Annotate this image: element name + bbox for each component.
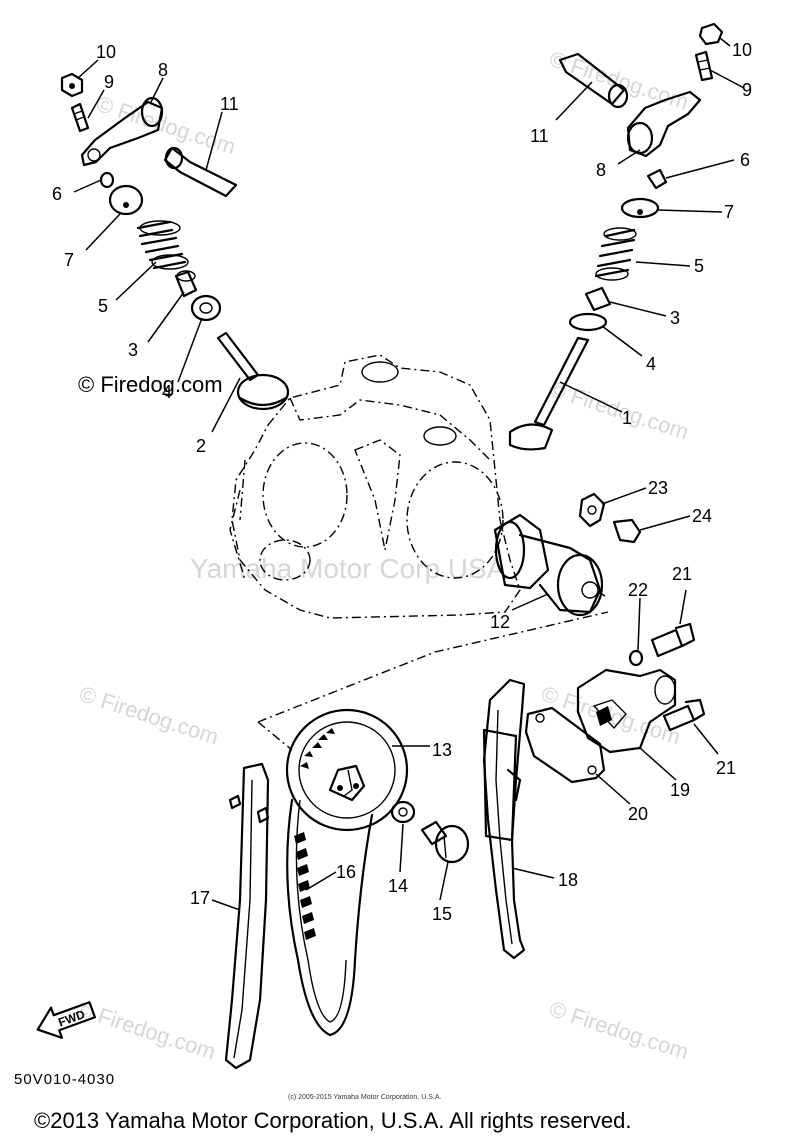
washer-22 — [628, 649, 644, 667]
callout-6: 6 — [52, 184, 62, 204]
callout-23: 23 — [648, 478, 668, 498]
leader-lines — [73, 37, 745, 911]
callout-3: 3 — [128, 340, 138, 360]
camshaft — [493, 513, 606, 617]
left-retainer — [108, 184, 144, 216]
watermark-text: © Firedog.com — [78, 372, 223, 397]
callout-9: 9 — [742, 80, 752, 100]
right-valve-spring — [594, 227, 637, 281]
tensioner-gasket — [524, 706, 606, 784]
callout-19: 19 — [670, 780, 690, 800]
right-rocker-arm — [626, 90, 702, 158]
left-rocker-arm — [80, 96, 164, 167]
left-cotter — [99, 171, 115, 189]
left-valve-seal — [174, 270, 198, 298]
intake-valve — [508, 336, 590, 451]
cam-sprocket — [285, 708, 409, 832]
callout-6: 6 — [740, 150, 750, 170]
callout-8: 8 — [596, 160, 606, 180]
left-spring-seat — [190, 294, 222, 322]
diagram-code: 50V010-4030 — [14, 1071, 115, 1088]
sprocket-washer — [390, 800, 416, 824]
right-retainer — [620, 197, 660, 219]
copyright-notice: ©2013 Yamaha Motor Corporation, U.S.A. A… — [34, 1108, 631, 1133]
left-rocker-shaft — [163, 146, 238, 198]
callout-1: 1 — [622, 408, 632, 428]
watermark-text: Yamaha Motor Corp USA — [190, 553, 506, 584]
callout-5: 5 — [694, 256, 704, 276]
callout-18: 18 — [558, 870, 578, 890]
callout-14: 14 — [388, 876, 408, 896]
callout-labels: 10 9 8 11 6 7 5 3 4 2 10 9 11 8 6 7 5 3 … — [52, 40, 752, 924]
callout-17: 17 — [190, 888, 210, 908]
callout-4: 4 — [646, 354, 656, 374]
assembly-boundary — [257, 721, 293, 751]
forward-arrow: FWD — [36, 1001, 97, 1039]
watermark-text: © Firedog.com — [76, 681, 221, 749]
chain-guide-front — [224, 762, 270, 1070]
callout-11: 11 — [220, 94, 239, 114]
copyright-watermark: © Firedog.com — [78, 372, 223, 397]
right-cotter — [646, 168, 668, 190]
guide-stopper-bolt — [420, 820, 470, 864]
right-spring-seat — [568, 312, 608, 332]
callout-5: 5 — [98, 296, 108, 316]
right-rocker-shaft — [558, 52, 629, 109]
callout-21: 21 — [672, 564, 692, 584]
lock-plate — [578, 492, 606, 528]
callout-10: 10 — [96, 42, 116, 62]
callout-21: 21 — [716, 758, 736, 778]
callout-12: 12 — [490, 612, 510, 632]
callout-4: 4 — [162, 382, 172, 402]
plate-bolt — [612, 518, 642, 544]
callout-8: 8 — [158, 60, 168, 80]
callout-15: 15 — [432, 904, 452, 924]
callout-24: 24 — [692, 506, 712, 526]
fine-print: (c) 2005-2015 Yamaha Motor Corporation, … — [288, 1094, 441, 1101]
exhaust-valve — [216, 331, 290, 411]
cylinder-head — [229, 354, 521, 619]
callout-20: 20 — [628, 804, 648, 824]
right-valve-seal — [584, 286, 612, 312]
callout-3: 3 — [670, 308, 680, 328]
chain-guide-rear — [482, 678, 526, 960]
tensioner-bolt-lower — [662, 698, 706, 732]
callout-7: 7 — [724, 202, 734, 222]
callout-16: 16 — [336, 862, 356, 882]
callout-10: 10 — [732, 40, 752, 60]
watermark-layer: © Firedog.com © Firedog.com © Firedog.co… — [73, 46, 691, 1064]
left-adjust-screw — [70, 102, 90, 133]
right-locknut — [698, 22, 724, 46]
callout-2: 2 — [196, 436, 206, 456]
assembly-boundary — [257, 611, 609, 723]
callout-22: 22 — [628, 580, 648, 600]
watermark-text: © Firedog.com — [73, 996, 218, 1064]
callout-11: 11 — [530, 126, 549, 146]
left-valve-spring — [136, 220, 189, 270]
callout-9: 9 — [104, 72, 114, 92]
cam-chain — [286, 798, 374, 1037]
callout-7: 7 — [64, 250, 74, 270]
right-adjust-screw — [694, 50, 714, 82]
left-locknut — [60, 72, 84, 98]
tensioner-bolt-upper — [650, 622, 696, 658]
watermark-text: © Firedog.com — [546, 996, 691, 1064]
callout-13: 13 — [432, 740, 452, 760]
